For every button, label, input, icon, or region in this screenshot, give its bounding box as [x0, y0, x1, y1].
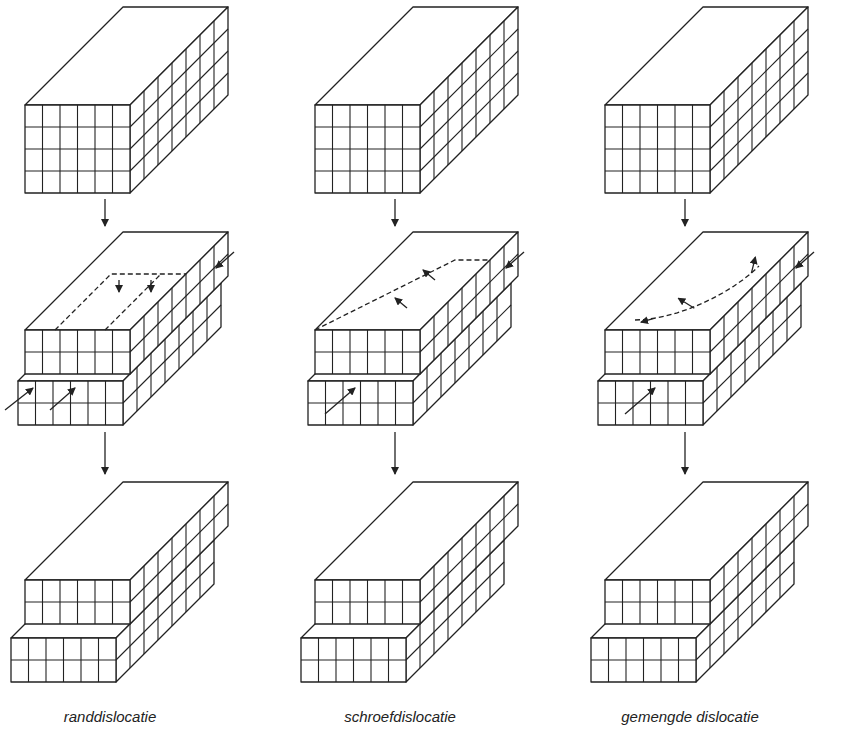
grid-line [710, 504, 808, 602]
slab-side-face [130, 7, 228, 193]
grid-line [710, 29, 808, 127]
slip-arrow [678, 298, 694, 308]
grid-line [315, 126, 420, 127]
shear-arrow [506, 252, 524, 268]
grid-line [420, 51, 518, 149]
grid-line [25, 601, 130, 602]
grid-line [315, 351, 420, 352]
slab-front-face [605, 330, 710, 374]
dislocation-line [105, 274, 161, 330]
grid-line [130, 29, 228, 127]
slip-arrow [641, 318, 655, 322]
shear-arrow [5, 388, 33, 410]
grid-line [25, 351, 130, 352]
shear-arrow [216, 252, 234, 268]
slab-side-face [420, 7, 518, 193]
grid-line [25, 170, 130, 171]
shear-arrow [625, 388, 655, 414]
grid-line [25, 148, 130, 149]
grid-line [18, 402, 123, 403]
slab-front-face [11, 638, 116, 682]
shear-arrow [325, 388, 355, 414]
step-arrow [684, 432, 685, 474]
slab-side-face [710, 7, 808, 193]
slab-side-face [710, 482, 808, 624]
caption-label: gemengde dislocatie [621, 708, 759, 725]
grid-line [605, 601, 710, 602]
step-arrow [104, 432, 105, 474]
grid-line [308, 402, 413, 403]
grid-line [605, 170, 710, 171]
caption-label: schroefdislocatie [344, 708, 456, 725]
slab-side-face [130, 232, 228, 374]
slip-arrow [751, 257, 755, 273]
slab-front-face [25, 330, 130, 374]
slab-side-face [420, 482, 518, 624]
grid-line [598, 402, 703, 403]
grid-line [315, 601, 420, 602]
step-arrow [394, 432, 395, 474]
slab-front-face [315, 580, 420, 624]
grid-line [710, 51, 808, 149]
grid-line [315, 148, 420, 149]
grid-line [605, 148, 710, 149]
slab-front-face [605, 580, 710, 624]
grid-line [11, 659, 116, 660]
dislocation-line [315, 260, 490, 330]
slab-front-face [315, 330, 420, 374]
slip-arrow [423, 270, 435, 280]
step-arrow [104, 199, 105, 226]
grid-line [25, 126, 130, 127]
slip-arrow [395, 298, 407, 308]
slab-front-face [591, 638, 696, 682]
dislocation-line [635, 266, 759, 320]
grid-line [605, 351, 710, 352]
slab-front-face [18, 381, 123, 425]
slab-front-face [301, 638, 406, 682]
slip-arrow [150, 280, 151, 292]
step-arrow [684, 199, 685, 226]
grid-line [301, 659, 406, 660]
grid-line [605, 126, 710, 127]
shear-arrow [50, 388, 75, 410]
grid-line [315, 170, 420, 171]
grid-line [420, 254, 518, 352]
slab-front-face [315, 105, 420, 193]
shear-arrow [796, 252, 814, 268]
caption-label: randdislocatie [64, 708, 157, 725]
step-arrow [394, 199, 395, 226]
slab-front-face [308, 381, 413, 425]
slab-front-face [25, 105, 130, 193]
grid-line [130, 254, 228, 352]
grid-line [710, 254, 808, 352]
grid-line [130, 504, 228, 602]
grid-line [710, 73, 808, 171]
grid-line [420, 73, 518, 171]
slab-side-face [130, 482, 228, 624]
slip-arrow [118, 280, 119, 292]
slab-side-face [420, 232, 518, 374]
grid-line [420, 504, 518, 602]
grid-line [130, 51, 228, 149]
dislocation-line [55, 274, 186, 330]
slab-front-face [25, 580, 130, 624]
grid-line [591, 659, 696, 660]
grid-line [420, 29, 518, 127]
grid-line [130, 73, 228, 171]
slab-front-face [598, 381, 703, 425]
slab-side-face [710, 232, 808, 374]
slab-front-face [605, 105, 710, 193]
